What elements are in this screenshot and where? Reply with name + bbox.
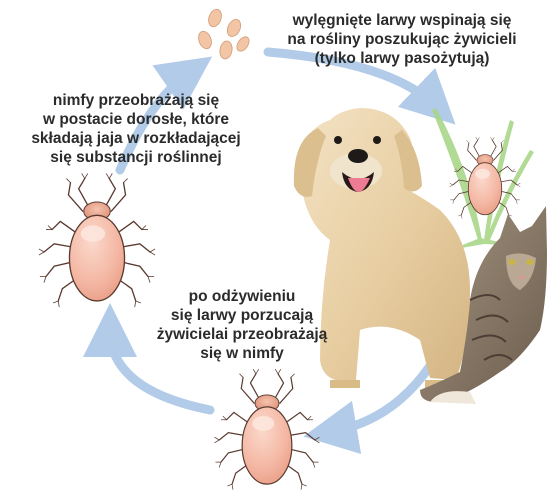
label-line: na rośliny poszukując żywicieli xyxy=(262,30,542,49)
eggs-illustration xyxy=(196,7,251,59)
label-larvae-climb-plants: wylęgnięte larwy wspinają się na rośliny… xyxy=(262,11,542,68)
label-line: się w nimfy xyxy=(112,344,372,363)
label-line: po odżywieniu xyxy=(112,287,372,306)
label-nymphs-to-adults: nimfy przeobrażają się w postacie dorosł… xyxy=(4,91,268,167)
label-line: się larwy porzucają xyxy=(112,306,372,325)
label-line: się substancji roślinnej xyxy=(4,148,268,167)
label-line: nimfy przeobrażają się xyxy=(4,91,268,110)
label-larvae-leave-host: po odżywieniu się larwy porzucają żywici… xyxy=(112,287,372,363)
label-line: w postacie dorosłe, które xyxy=(4,110,268,129)
nymph-tick xyxy=(215,369,320,490)
label-line: (tylko larwy pasożytują) xyxy=(262,49,542,68)
label-line: żywicielai przeobrażają xyxy=(112,325,372,344)
label-line: składają jaja w rozkładającej xyxy=(4,129,268,148)
label-line: wylęgnięte larwy wspinają się xyxy=(262,11,542,30)
